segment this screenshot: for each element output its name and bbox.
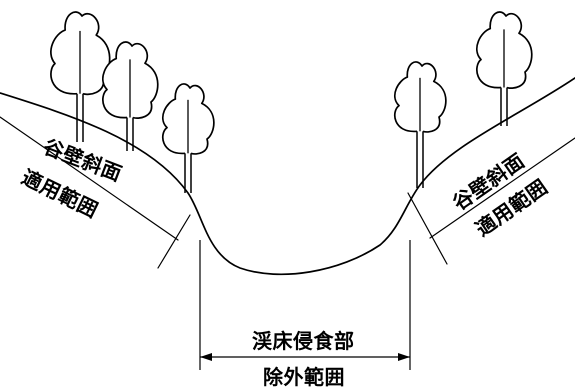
terrain-profile — [0, 77, 575, 276]
tree-icon — [50, 11, 111, 142]
tree-icon — [394, 61, 447, 188]
tree-icon — [102, 41, 159, 151]
tree-icon — [162, 83, 215, 193]
right-lower-boundary — [407, 192, 448, 265]
right-arrowhead — [398, 353, 410, 361]
left-upper-boundary — [0, 116, 179, 241]
left-lower-boundary — [157, 214, 191, 269]
exclusion-label: 除外範囲 — [263, 365, 345, 389]
bed-erosion-label: 渓床侵食部 — [252, 329, 355, 353]
trees-group — [50, 11, 533, 193]
tree-icon — [476, 11, 533, 126]
dimension-group — [199, 240, 411, 370]
left-arrowhead — [200, 353, 212, 361]
right-upper-boundary — [429, 137, 575, 239]
